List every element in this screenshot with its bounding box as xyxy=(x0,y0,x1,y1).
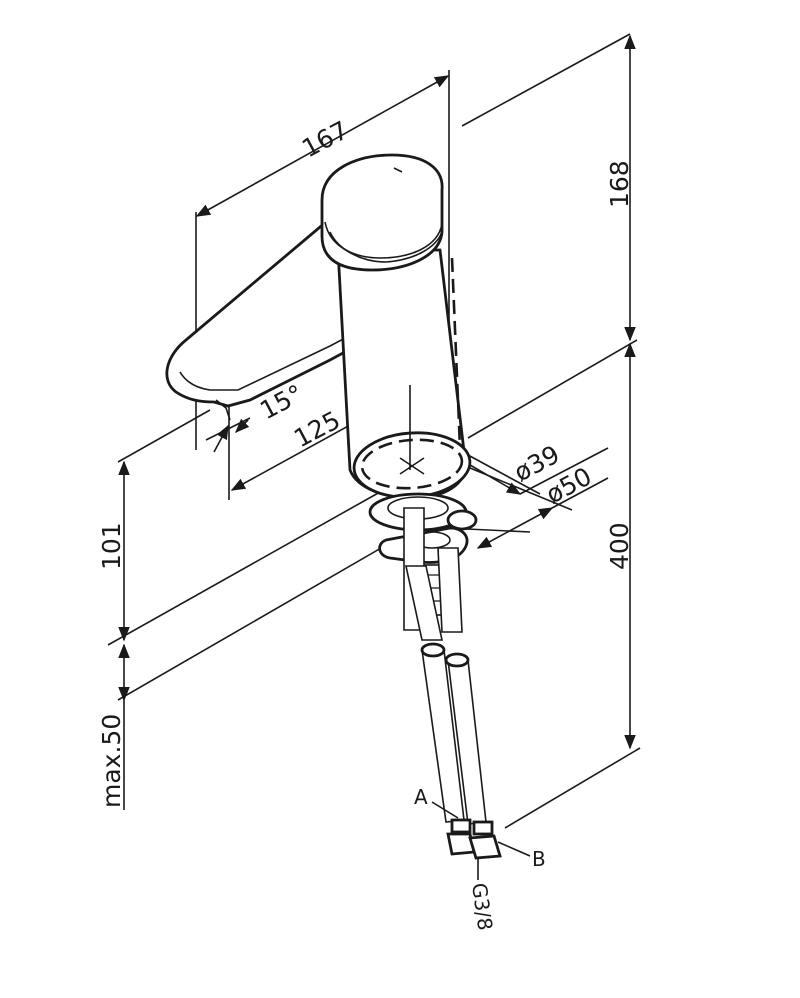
dim-top-height: 168 xyxy=(605,160,634,208)
dimension-lines xyxy=(118,34,636,810)
dim-max-thickness: max.50 xyxy=(97,714,126,808)
leader-labels: A B G3/8 xyxy=(414,785,546,932)
label-hose-b: B xyxy=(532,847,546,871)
hose-connectors xyxy=(446,818,502,880)
dim-spout-reach: 125 xyxy=(289,405,345,453)
faucet-body xyxy=(165,153,472,500)
dim-lower-height: 101 xyxy=(97,522,126,570)
label-thread: G3/8 xyxy=(467,881,497,932)
dim-total-height: 400 xyxy=(605,522,634,570)
label-hose-a: A xyxy=(414,785,428,809)
